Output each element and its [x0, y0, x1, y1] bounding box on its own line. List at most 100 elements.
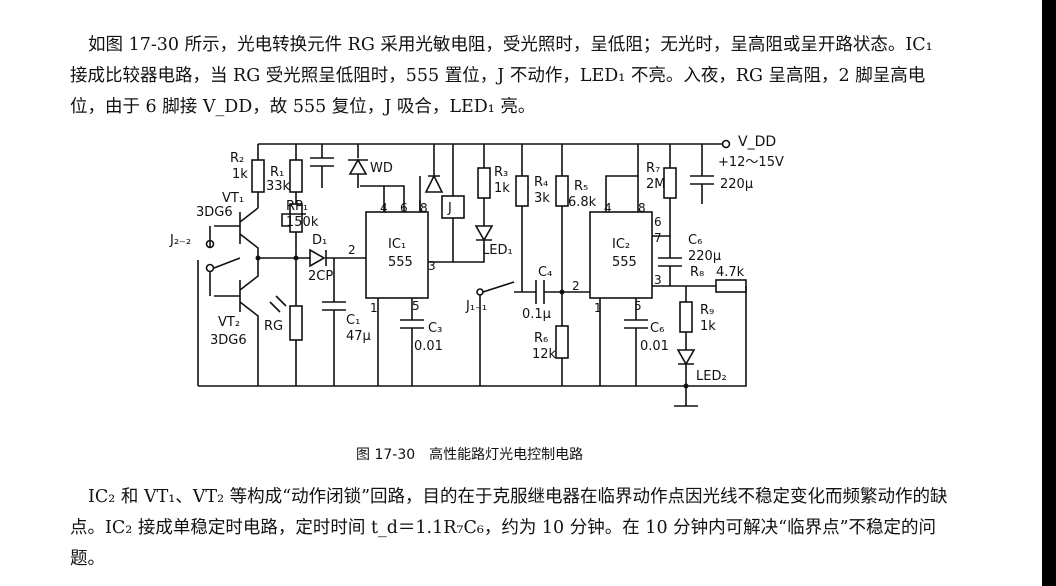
- relay-contact-j22: [209, 226, 241, 296]
- svg-text:555: 555: [388, 255, 413, 270]
- svg-text:0.01: 0.01: [640, 339, 669, 354]
- figure-title: 高性能路灯光电控制电路: [429, 447, 584, 463]
- svg-text:12k: 12k: [532, 347, 557, 362]
- svg-text:220μ: 220μ: [688, 249, 721, 264]
- transistor-vt1: [239, 207, 259, 258]
- label-r6: R₆: [534, 331, 548, 346]
- zener-wd: [348, 144, 368, 188]
- label-c6: C₆: [688, 233, 702, 248]
- label-j11: J₁₋₁: [465, 299, 487, 314]
- capacitor-c1: [322, 258, 346, 386]
- svg-text:3: 3: [654, 273, 662, 287]
- capacitor-c3: [377, 298, 424, 386]
- resistor-r1: [289, 159, 303, 193]
- resistor-r7: [663, 167, 677, 199]
- svg-text:2: 2: [348, 243, 356, 257]
- svg-text:1k: 1k: [494, 181, 510, 196]
- label-c5: C₆: [650, 321, 664, 336]
- label-led2: LED₂: [696, 369, 727, 384]
- svg-text:0.01: 0.01: [414, 339, 443, 354]
- svg-text:47μ: 47μ: [346, 329, 371, 344]
- svg-text:5: 5: [634, 299, 642, 313]
- paragraph-explanation: IC₂ 和 VT₁、VT₂ 等构成“动作闭锁”回路，目的在于克服继电器在临界动作…: [70, 487, 948, 569]
- label-c2: 220μ: [720, 177, 753, 192]
- capacitor-c6: [658, 236, 682, 286]
- label-led1: LED₁: [482, 243, 513, 258]
- svg-text:1k: 1k: [700, 319, 716, 334]
- label-d1: D₁: [312, 233, 327, 248]
- relay-coil-j: [441, 195, 465, 219]
- label-c4: C₄: [538, 265, 552, 280]
- led2: [676, 349, 696, 406]
- svg-text:3k: 3k: [534, 191, 550, 206]
- label-vt2: VT₂: [218, 315, 240, 330]
- svg-text:33k: 33k: [266, 179, 291, 194]
- resistor-r5: [555, 175, 569, 207]
- svg-text:3: 3: [428, 259, 436, 273]
- label-r5: R₅: [574, 179, 588, 194]
- label-ic2: IC₂: [612, 237, 630, 252]
- resistor-r4: [515, 175, 529, 207]
- photoresistor-rg: [289, 305, 303, 341]
- svg-text:3DG6: 3DG6: [210, 333, 247, 348]
- label-j: J: [447, 201, 452, 216]
- ground-rail: [197, 260, 686, 387]
- led1: [453, 225, 494, 263]
- diode-d1: [309, 248, 366, 268]
- svg-text:2M: 2M: [646, 177, 666, 192]
- capacitor-c4: [522, 280, 590, 304]
- label-ic1: IC₁: [388, 237, 406, 252]
- svg-text:6: 6: [654, 215, 662, 229]
- relay-contact-j11: [482, 262, 523, 293]
- label-j22: J₂₋₂: [169, 233, 191, 248]
- vdd-terminal: [721, 139, 731, 149]
- label-r1: R₁: [270, 165, 284, 180]
- figure-number: 图 17-30: [356, 447, 416, 463]
- label-rp1: RP₁: [286, 199, 308, 214]
- svg-text:555: 555: [612, 255, 637, 270]
- svg-text:1: 1: [594, 301, 602, 315]
- resistor-r9: [679, 301, 693, 333]
- svg-text:0.1μ: 0.1μ: [522, 307, 551, 322]
- svg-text:2CP: 2CP: [308, 269, 333, 284]
- svg-text:2: 2: [572, 279, 580, 293]
- label-vdd: V_DD: [738, 134, 776, 150]
- svg-text:6: 6: [400, 201, 408, 215]
- svg-text:8: 8: [638, 201, 646, 215]
- label-r4: R₄: [534, 175, 548, 190]
- figure-caption: 图 17-30 高性能路灯光电控制电路: [356, 444, 597, 464]
- resistor-r8: [715, 279, 747, 293]
- ic2-555: [589, 211, 653, 299]
- label-c3: C₃: [428, 321, 442, 336]
- svg-text:4.7k: 4.7k: [716, 265, 745, 280]
- label-rg: RG: [264, 319, 283, 334]
- svg-text:3DG6: 3DG6: [196, 205, 233, 220]
- svg-text:8: 8: [420, 201, 428, 215]
- resistor-r2: [251, 159, 265, 193]
- ic1-555: [365, 211, 429, 299]
- label-supply: +12～15V: [718, 155, 784, 170]
- resistor-r6: [555, 325, 569, 359]
- svg-text:1k: 1k: [232, 167, 248, 182]
- label-r3: R₃: [494, 165, 508, 180]
- svg-text:6.8k: 6.8k: [568, 195, 597, 210]
- svg-text:150k: 150k: [286, 215, 319, 230]
- label-wd: WD: [370, 161, 393, 176]
- resistor-r3: [477, 167, 491, 199]
- svg-text:1: 1: [370, 301, 378, 315]
- label-r8: R₈: [690, 265, 704, 280]
- svg-text:4: 4: [604, 201, 612, 215]
- scan-edge: [1042, 0, 1056, 586]
- svg-text:4: 4: [380, 201, 388, 215]
- transistor-vt2: [239, 258, 259, 386]
- svg-text:5: 5: [412, 299, 420, 313]
- label-r7: R₇: [646, 161, 660, 176]
- label-r9: R₉: [700, 303, 714, 318]
- label-c1: C₁: [346, 313, 360, 328]
- label-vt1: VT₁: [222, 191, 244, 206]
- svg-text:7: 7: [654, 231, 662, 245]
- label-r2: R₂: [230, 151, 244, 166]
- paragraph-intro: 如图 17-30 所示，光电转换元件 RG 采用光敏电阻，受光照时，呈低阻；无光…: [70, 35, 933, 117]
- capacitor-c5: [599, 298, 648, 386]
